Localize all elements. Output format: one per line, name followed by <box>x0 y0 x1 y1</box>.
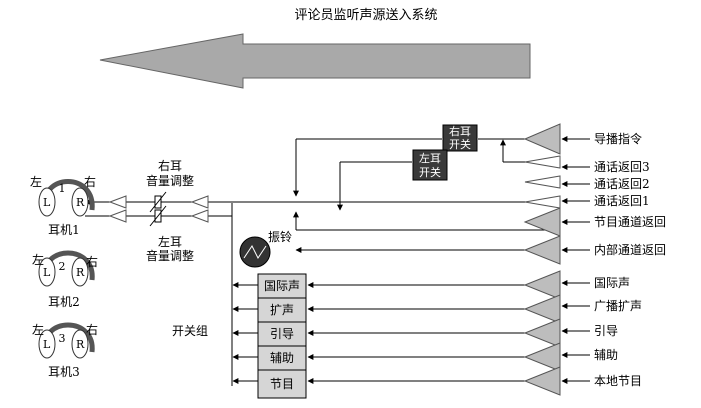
label-return3: 通话返回3 <box>594 160 650 174</box>
headphone-2-left-label: 左 <box>32 252 44 267</box>
pa-amp <box>523 294 561 324</box>
label-intl-sound: 国际声 <box>594 276 630 290</box>
headphone-2-L: L <box>43 266 51 279</box>
right-volume-amp <box>190 195 209 209</box>
switch-pa <box>257 297 307 323</box>
switch-program-label: 节目 <box>270 377 294 391</box>
switch-group: 国际声 扩声 引导 辅助 节目 <box>257 273 307 399</box>
return1-amp <box>524 195 561 209</box>
headphone-2-R: R <box>76 266 85 279</box>
headphone-2-label: 耳机2 <box>48 295 80 309</box>
ring-wave-icon <box>243 245 267 259</box>
switch-intl-sound-label: 国际声 <box>264 279 300 293</box>
left-volume-amp <box>190 209 209 223</box>
left-volume-line1: 左耳 <box>158 234 182 249</box>
headphone-1-left-label: 左 <box>30 174 42 189</box>
ring-label: 振铃 <box>268 229 292 244</box>
headphone-1-label: 耳机1 <box>48 223 80 237</box>
intl-sound-amp <box>523 270 561 300</box>
right-volume-line2: 音量调整 <box>146 173 194 188</box>
right-volume-slash <box>149 191 167 213</box>
headphone-3-R: R <box>76 338 85 351</box>
headphone-3-L: L <box>43 338 51 351</box>
headphone-2-right-cup <box>71 257 89 287</box>
left-volume-line2: 音量调整 <box>146 248 194 263</box>
headphone-3: L R 3 左 右 耳机3 <box>32 322 98 379</box>
headphone-1-left-cup <box>38 187 56 217</box>
director-cue-amp <box>523 123 561 155</box>
headphone-1: L R 1 左 右 耳机1 <box>30 174 96 237</box>
switch-aux-label: 辅助 <box>270 351 294 365</box>
headphone-1-right-cup <box>71 187 89 217</box>
label-return2: 通话返回2 <box>594 177 650 191</box>
local-program-amp <box>523 366 561 396</box>
left-ear-switch <box>412 149 448 181</box>
headphone-1-number: 1 <box>59 182 66 195</box>
headphone-1-R: R <box>76 196 85 209</box>
label-director-cue: 导播指令 <box>594 131 642 146</box>
internal-return-amp <box>523 235 561 265</box>
headphone-3-left-label: 左 <box>32 322 44 337</box>
headphone-2-right-label: 右 <box>86 254 98 269</box>
diagram-title: 评论员监听声源送入系统 <box>294 8 437 23</box>
signal-direction-arrow <box>99 33 531 89</box>
headphone-1-right-label: 右 <box>84 174 96 189</box>
label-aux: 辅助 <box>594 348 618 362</box>
switch-pa-label: 扩声 <box>270 303 294 317</box>
label-guide: 引导 <box>594 324 618 338</box>
switch-guide-label: 引导 <box>270 327 294 341</box>
headphone-3-label: 耳机3 <box>48 365 80 379</box>
left-ear-switch-line1: 左耳 <box>419 152 441 165</box>
label-internal-return: 内部通道返回 <box>594 242 666 257</box>
headphone-3-right-cup <box>71 329 89 359</box>
aux-amp <box>523 342 561 372</box>
label-broadcast-pa: 广播扩声 <box>594 299 642 313</box>
headphone-3-number: 3 <box>59 332 66 345</box>
label-local-program: 本地节目 <box>594 374 642 388</box>
return3-amp <box>524 155 561 169</box>
right-volume-line1: 右耳 <box>158 158 182 173</box>
switch-program <box>257 369 307 399</box>
right-output-amp <box>108 195 127 209</box>
headphone-3-left-cup <box>38 329 56 359</box>
left-volume-slash <box>149 205 167 227</box>
switch-group-label: 开关组 <box>172 324 208 338</box>
headphone-1-L: L <box>43 196 51 209</box>
left-output-amp <box>108 209 127 223</box>
program-return-amp <box>523 207 561 237</box>
right-ear-switch <box>442 124 478 152</box>
headphone-2: L R 2 左 右 耳机2 <box>32 250 98 309</box>
headphone-3-right-label: 右 <box>86 322 98 337</box>
left-ear-switch-line2: 开关 <box>419 165 441 179</box>
label-program-return: 节目通道返回 <box>594 215 666 229</box>
guide-amp <box>523 318 561 348</box>
right-ear-switch-line1: 右耳 <box>449 124 471 138</box>
headphone-2-number: 2 <box>59 260 66 273</box>
headphone-2-left-cup <box>38 257 56 287</box>
return2-amp <box>524 175 561 189</box>
switch-aux <box>257 345 307 371</box>
right-ear-switch-line2: 开关 <box>449 137 471 151</box>
label-return1: 通话返回1 <box>594 194 650 208</box>
